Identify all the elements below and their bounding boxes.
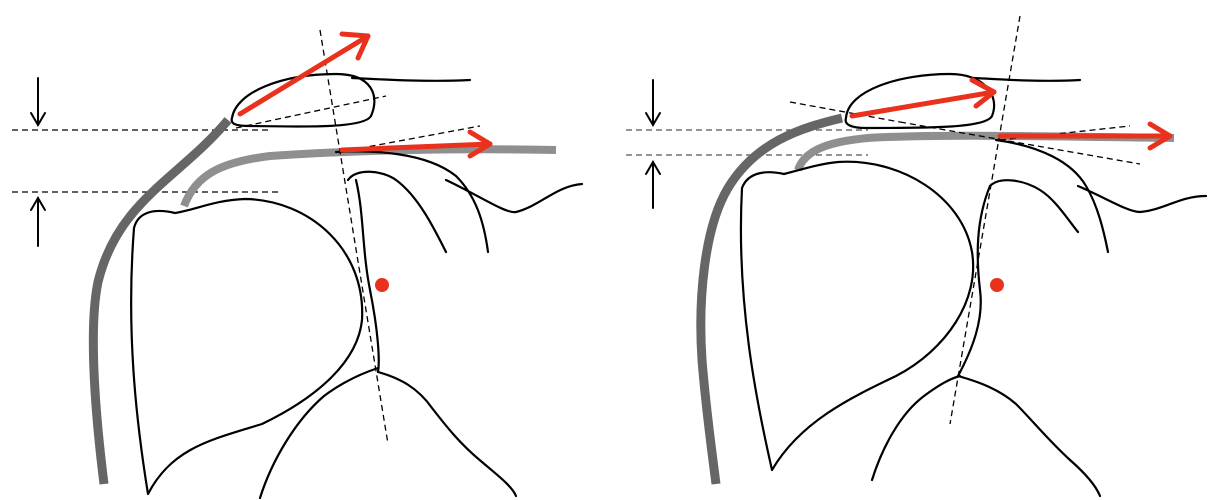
coracoid-outline — [996, 140, 1108, 252]
glenoid-axis-line — [320, 30, 388, 444]
supraspinatus-band — [184, 149, 556, 206]
acromion-force-arrow — [852, 80, 994, 116]
left-panel — [12, 30, 582, 498]
right-panel — [626, 16, 1206, 496]
tendon-force-arrow — [1000, 124, 1170, 148]
scapular-spine-outline — [446, 180, 582, 212]
clavicle-outline — [974, 78, 1080, 81]
acromion-outline — [232, 74, 375, 127]
up-arrow-icon — [646, 162, 660, 208]
up-arrow-icon — [31, 198, 45, 246]
humeral-head-outline — [131, 199, 362, 494]
down-arrow-icon — [646, 80, 660, 125]
clavicle-outline — [352, 78, 470, 81]
center-marker-dot — [375, 278, 389, 292]
glenoid-rim-outline — [990, 180, 1078, 232]
humerus-shaft-line — [872, 376, 960, 480]
humeral-head-outline — [741, 162, 973, 470]
scapula-body-outline — [356, 180, 516, 496]
supraspinatus-band — [798, 136, 1174, 170]
center-marker-dot — [990, 278, 1004, 292]
down-arrow-icon — [31, 78, 45, 125]
